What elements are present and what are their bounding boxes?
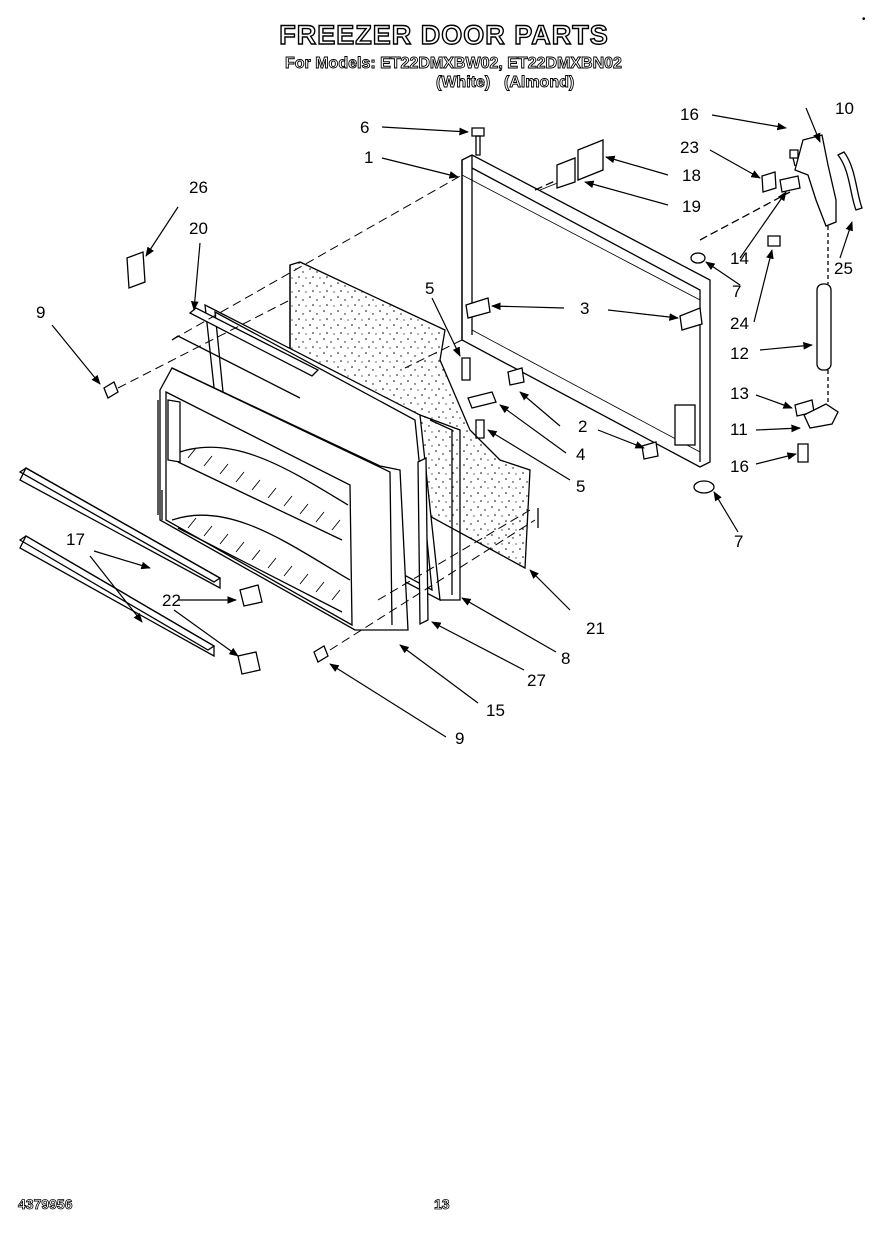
callout-22: 22 (162, 591, 181, 610)
callout-7-top: 7 (732, 282, 741, 301)
color-almond-label: (Almond) (504, 74, 575, 92)
callout-7-bottom: 7 (734, 532, 743, 551)
inner-door-liner (157, 367, 409, 631)
callout-9-bottom: 9 (455, 729, 464, 748)
callout-11: 11 (730, 420, 748, 439)
label-18 (577, 139, 604, 181)
page-number: 13 (434, 1196, 450, 1213)
callout-14: 14 (730, 249, 749, 268)
callout-2: 2 (578, 417, 587, 436)
label-19 (556, 157, 576, 189)
callout-6: 6 (360, 118, 369, 137)
callout-25: 25 (834, 259, 853, 278)
callout-9-left: 9 (36, 303, 45, 322)
callout-12: 12 (730, 344, 749, 363)
document-code: 4379956 (18, 1196, 73, 1213)
callout-27: 27 (527, 671, 546, 690)
callout-15: 15 (486, 701, 505, 720)
corner-mark: • (862, 14, 866, 25)
callout-4: 4 (576, 445, 585, 464)
callout-10: 10 (835, 99, 854, 118)
callout-5-top: 5 (425, 279, 434, 298)
callout-19: 19 (682, 197, 701, 216)
callout-18: 18 (682, 166, 701, 185)
models-line: For Models: ET22DMXBW02, ET22DMXBN02 (285, 55, 623, 73)
color-white-label: (White) (436, 74, 491, 92)
callout-23: 23 (680, 138, 699, 157)
callout-16-bottom: 16 (730, 457, 749, 476)
callout-26: 26 (189, 178, 208, 197)
callout-8: 8 (561, 649, 570, 668)
door-shelf-rails (18, 467, 263, 675)
callout-3: 3 (580, 299, 589, 318)
callout-1: 1 (364, 148, 373, 167)
callout-20: 20 (189, 219, 208, 238)
breaker-strip-27 (417, 456, 429, 626)
callout-5-bottom: 5 (576, 477, 585, 496)
hinge-assembly (699, 134, 863, 463)
callout-17: 17 (66, 530, 85, 549)
callout-16-top: 16 (680, 105, 699, 124)
page-title: FREEZER DOOR PARTS (279, 19, 609, 50)
callout-13: 13 (730, 384, 749, 403)
callout-21: 21 (586, 619, 605, 638)
callout-24: 24 (730, 314, 749, 333)
